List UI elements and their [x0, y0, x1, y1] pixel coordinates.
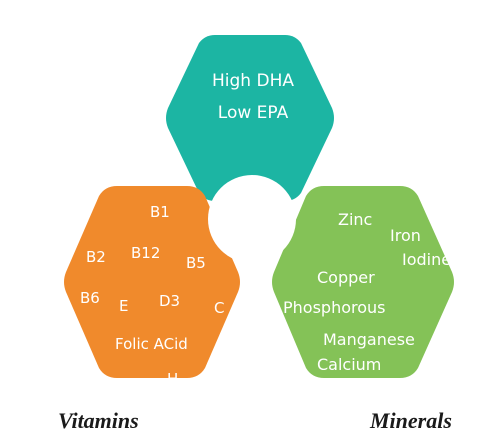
omega-hexagon: [166, 35, 334, 201]
vitamin-label: D3: [159, 292, 180, 310]
vitamins-caption: Vitamins: [58, 408, 139, 433]
minerals-caption: Minerals: [370, 408, 452, 433]
vitamins-hexagon: [64, 186, 240, 378]
vitamin-label: H: [167, 370, 178, 388]
mineral-label: Phosphorous: [283, 298, 386, 317]
vitamin-label: C: [214, 299, 224, 317]
minerals-hexagon: [272, 186, 454, 378]
omega-line-2: Low EPA: [218, 103, 289, 123]
mineral-label: Manganese: [323, 330, 415, 349]
vitamin-label: E: [119, 297, 128, 315]
mineral-label: Zinc: [338, 210, 372, 229]
mineral-label: Iodine: [402, 250, 451, 269]
mineral-label: Calcium: [317, 355, 381, 374]
vitamin-label: B5: [186, 254, 206, 272]
vitamin-label: B2: [86, 248, 106, 266]
vitamin-label: Folic ACid: [115, 335, 188, 353]
vitamin-label: B12: [131, 244, 160, 262]
omega-line-1: High DHA: [212, 71, 294, 91]
vitamin-label: B1: [150, 203, 170, 221]
center-circle: [208, 175, 296, 263]
mineral-label: Copper: [317, 268, 375, 287]
vitamin-label: B6: [80, 289, 100, 307]
mineral-label: Iron: [390, 226, 421, 245]
